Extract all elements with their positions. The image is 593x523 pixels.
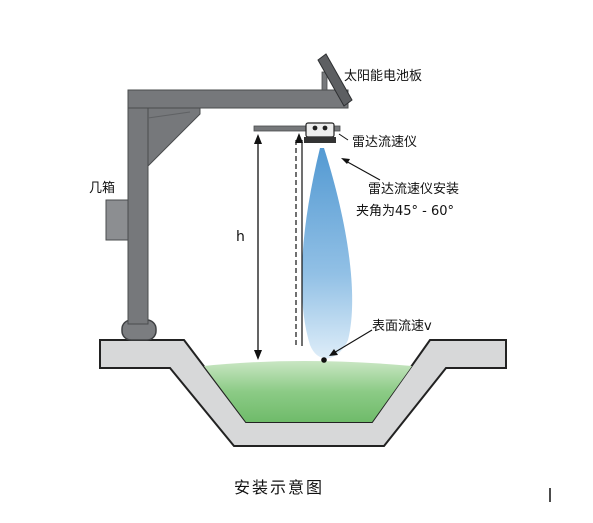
leader-angle-arrow	[341, 158, 350, 164]
label-height: h	[236, 229, 245, 245]
radar-beam	[301, 148, 353, 359]
label-install-angle-2: 夹角为45° - 60°	[356, 204, 454, 219]
label-install-angle-1: 雷达流速仪安装	[368, 182, 459, 197]
leader-surface-arrow	[329, 349, 338, 356]
surface-point	[321, 357, 327, 363]
radar-mount-bar	[253, 125, 341, 132]
leader-angle	[343, 159, 381, 181]
caption: 安装示意图	[234, 478, 324, 497]
horizontal-arm	[127, 89, 349, 109]
height-arrow-top	[254, 134, 262, 144]
leader-radar	[338, 133, 349, 141]
radar-base	[304, 137, 336, 143]
water-body	[204, 361, 412, 422]
label-surface-velocity: 表面流速v	[372, 319, 432, 334]
vertical-pole	[127, 89, 149, 325]
solar-panel	[317, 53, 353, 107]
height-arrow-bottom	[254, 350, 262, 360]
radar-lens-right	[322, 125, 328, 131]
diagonal-brace	[147, 107, 201, 168]
brace-inner	[147, 111, 191, 119]
cabinet-box	[105, 199, 131, 241]
label-box: 几箱	[89, 180, 115, 196]
radar-lens-left	[312, 125, 318, 131]
label-radar: 雷达流速仪	[352, 135, 417, 150]
label-solar-panel: 太阳能电池板	[344, 69, 422, 84]
radar-device	[305, 122, 335, 138]
reference-arrow-top	[295, 133, 303, 143]
leader-surface	[331, 329, 373, 355]
